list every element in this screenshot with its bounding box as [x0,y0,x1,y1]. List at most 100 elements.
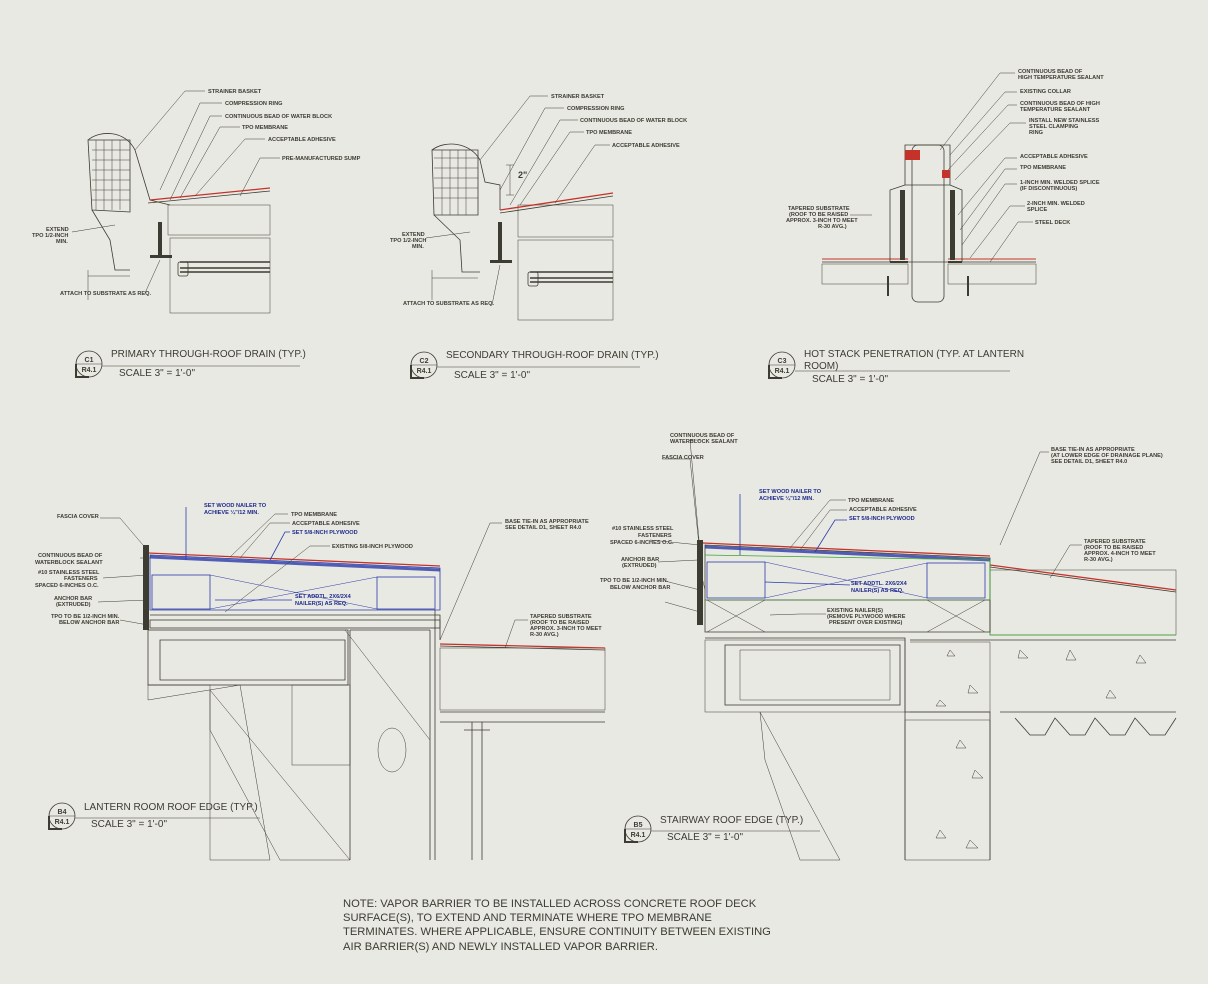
c2-detail-tag: C2 R4.1 [410,351,438,379]
b5-plywood-label: SET 5/8-INCH PLYWOOD [849,516,915,522]
c3-collar-label: EXISTING COLLAR [1020,89,1071,95]
c2-compression-label: COMPRESSION RING [567,106,625,112]
c2-extend-label-2: TPO 1/2-INCH [390,238,426,244]
c2-tpo-label: TPO MEMBRANE [586,130,632,136]
b4-detail-tag: B4 R4.1 [48,802,76,830]
b4-tapered-label-a: TAPERED SUBSTRATE [530,614,592,620]
c3-deck-label: STEEL DECK [1035,220,1070,226]
b5-tie-in-label-c: SEE DETAIL D1, SHEET R4.0 [1051,459,1127,465]
b5-bead-label-b: WATERBLOCK SEALANT [670,439,738,445]
c1-waterblock-label: CONTINUOUS BEAD OF WATER BLOCK [225,114,332,120]
c1-extend-label-2: TPO 1/2-INCH [32,233,68,239]
c3-splice2-label-b: SPLICE [1027,207,1047,213]
b4-plywood-label: SET 5/8-INCH PLYWOOD [292,530,358,536]
b5-sheet: R4.1 [631,832,646,839]
c3-title-line-2: ROOM) [804,361,838,372]
b5-fascia-label: FASCIA COVER [662,455,704,461]
b4-bead-label-a: CONTINUOUS BEAD OF [38,553,103,559]
b5-tie-in-label-b: (AT LOWER EDGE OF DRAINAGE PLANE) [1051,453,1163,459]
b5-tie-in-label-a: BASE TIE-IN AS APPROPRIATE [1051,447,1135,453]
c3-title-line-1: HOT STACK PENETRATION (TYP. AT LANTERN [804,349,1024,360]
b4-fastener-label-c: SPACED 6-INCHES O.C. [35,583,99,589]
detail-c3: CONTINUOUS BEAD OF HIGH TEMPERATURE SEAL… [768,69,1104,385]
b4-fastener-label-b: FASTENERS [64,576,98,582]
detail-b5: CONTINUOUS BEAD OF WATERBLOCK SEALANT FA… [600,433,1177,861]
b4-anchor-label-a: ANCHOR BAR [54,596,92,602]
c1-tpo-label: TPO MEMBRANE [242,125,288,131]
c1-number: C1 [85,357,94,364]
b4-adhesive-label: ACCEPTABLE ADHESIVE [292,521,360,527]
c2-leaders [425,95,610,306]
b4-leaders [97,507,528,649]
c1-scale: SCALE 3" = 1'-0" [119,368,195,379]
c3-tapered-label-c: APPROX. 3-INCH TO MEET [786,218,858,224]
b5-nailer-label-a: SET WOOD NAILER TO [759,489,822,495]
c1-leaders [71,90,280,294]
b4-title: LANTERN ROOM ROOF EDGE (TYP.) [84,802,258,813]
b5-tapered-label-b: (ROOF TO BE RAISED [1084,545,1143,551]
c1-sump-label: PRE-MANUFACTURED SUMP [282,156,361,162]
c3-number: C3 [778,358,787,365]
c1-detail-tag: C1 R4.1 [75,350,103,378]
c3-bead2-label-b: TEMPERATURE SEALANT [1020,107,1091,113]
c1-attach-label: ATTACH TO SUBSTRATE AS REQ. [60,291,151,297]
c2-adhesive-label: ACCEPTABLE ADHESIVE [612,143,680,149]
b4-tpo-min-label-a: TPO TO BE 1/2-INCH MIN. [51,614,120,620]
b5-addl-nailer-label-b: NAILER(S) AS REQ. [851,588,904,594]
b4-bead-label-b: WATERBLOCK SEALANT [35,560,103,566]
c2-scale: SCALE 3" = 1'-0" [454,370,530,381]
b4-scale: SCALE 3" = 1'-0" [91,819,167,830]
b4-addl-nailer-label-a: SET ADDTL. 2X6/2X4 [295,594,352,600]
c1-extend-label-1: EXTEND [46,227,69,233]
c1-compression-label: COMPRESSION RING [225,101,283,107]
c2-title: SECONDARY THROUGH-ROOF DRAIN (TYP.) [446,350,659,361]
b5-existing-nailer-label-b: (REMOVE PLYWOOD WHERE [827,614,906,620]
c3-ring-label-a: INSTALL NEW STAINLESS [1029,118,1100,124]
c1-strainer-label: STRAINER BASKET [208,89,262,95]
b5-fastener-label-b: FASTENERS [638,533,672,539]
c2-attach-label: ATTACH TO SUBSTRATE AS REQ. [403,301,494,307]
b4-nailer-label-a: SET WOOD NAILER TO [204,503,267,509]
b5-existing-nailer-label-c: PRESENT OVER EXISTING) [829,620,902,626]
c3-bead1-label-a: CONTINUOUS BEAD OF [1018,69,1083,75]
b4-tapered-label-b: (ROOF TO BE RAISED [530,620,589,626]
c1-extend-label-3: MIN. [56,239,68,245]
b4-nailer-label-b: ACHIEVE ¼"/12 MIN. [204,509,259,516]
b4-tapered-label-c: APPROX. 3-INCH TO MEET [530,626,602,632]
c3-bead2-label-a: CONTINUOUS BEAD OF HIGH [1020,101,1100,107]
b5-addl-nailer-label-a: SET ADDTL. 2X6/2X4 [851,581,908,587]
b5-title: STAIRWAY ROOF EDGE (TYP.) [660,815,803,826]
c3-tapered-label-d: R-30 AVG.) [818,224,847,230]
b4-drawing [143,545,606,861]
c3-leaders [850,72,1033,263]
b5-tpo-min-label-a: TPO TO BE 1/2-INCH MIN. [600,578,669,584]
detail-c1: STRAINER BASKET COMPRESSION RING CONTINU… [32,89,361,379]
b4-anchor-label-b: (EXTRUDED) [56,602,91,608]
c1-adhesive-label: ACCEPTABLE ADHESIVE [268,137,336,143]
general-note: NOTE: VAPOR BARRIER TO BE INSTALLED ACRO… [343,898,771,953]
b5-nailer-label-b: ACHIEVE ¼"/12 MIN. [759,495,814,502]
b5-fastener-label-c: SPACED 6-INCHES O.C. [610,540,674,546]
c2-strainer-label: STRAINER BASKET [551,94,605,100]
c3-bead1-label-b: HIGH TEMPERATURE SEALANT [1018,75,1104,81]
b5-tapered-label-a: TAPERED SUBSTRATE [1084,539,1146,545]
b4-tie-in-label-a: BASE TIE-IN AS APPROPRIATE [505,519,589,525]
b5-number: B5 [634,822,643,829]
b5-tapered-label-c: APPROX. 4-INCH TO MEET [1084,551,1156,557]
c3-tpo-label: TPO MEMBRANE [1020,165,1066,171]
b4-addl-nailer-label-b: NAILER(S) AS REQ. [295,601,348,607]
b4-tapered-label-d: R-30 AVG.) [530,632,559,638]
b5-bead-label-a: CONTINUOUS BEAD OF [670,433,735,439]
c2-waterblock-label: CONTINUOUS BEAD OF WATER BLOCK [580,118,687,124]
b5-leaders [649,439,1082,616]
b4-existing-plywood-label: EXISTING 5/8-INCH PLYWOOD [332,544,413,550]
b4-sheet: R4.1 [55,819,70,826]
c3-ring-label-c: RING [1029,130,1043,136]
b5-anchor-label-a: ANCHOR BAR [621,557,659,563]
c2-sheet: R4.1 [417,368,432,375]
c2-dimension: 2" [518,170,527,180]
c3-sheet: R4.1 [775,368,790,375]
c3-scale: SCALE 3" = 1'-0" [812,374,888,385]
b5-tpo-min-label-b: BELOW ANCHOR BAR [610,585,670,591]
